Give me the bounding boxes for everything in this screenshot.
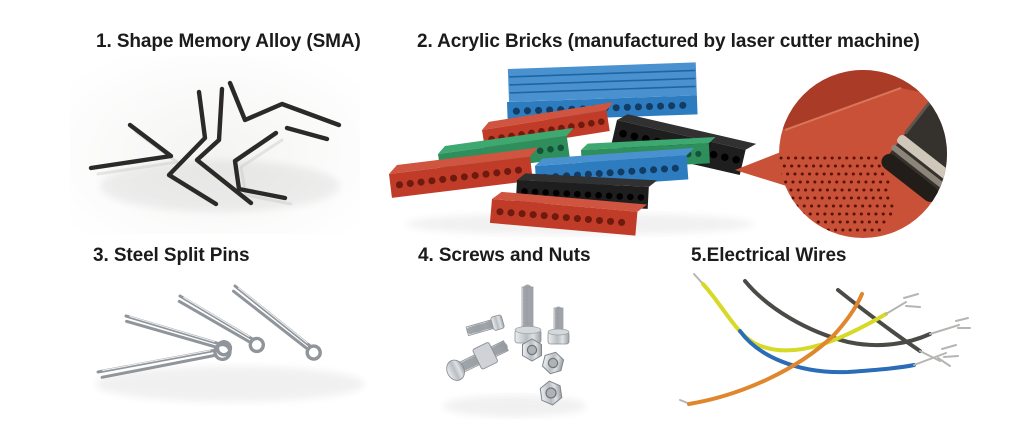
wire-orange	[679, 292, 864, 406]
item-label-electrical-wires: 5.Electrical Wires	[691, 245, 847, 266]
brick-beam-red-b	[489, 191, 648, 236]
item-label-split-pins: 3. Steel Split Pins	[93, 245, 250, 266]
split-pin	[231, 284, 322, 361]
screws-nuts-photo	[443, 284, 587, 417]
hex-nut	[522, 338, 542, 362]
wires-photo	[679, 273, 971, 406]
wire-dark-b	[836, 288, 951, 367]
item-label-screws-nuts: 4. Screws and Nuts	[418, 245, 591, 266]
laser-nozzle	[881, 70, 947, 202]
item-label-sma: 1. Shape Memory Alloy (SMA)	[96, 31, 361, 52]
acrylic-bricks-photo	[389, 62, 757, 236]
wire-yellow	[693, 273, 921, 353]
machine-screw-large	[446, 340, 509, 381]
pins-shadow	[95, 366, 365, 402]
machine-screw-small	[465, 314, 505, 337]
item-label-acrylic-bricks: 2. Acrylic Bricks (manufactured by laser…	[417, 31, 920, 52]
machine-screw-tall	[514, 284, 542, 344]
split-pins-photo	[95, 284, 365, 402]
wire-dark-a	[743, 279, 971, 348]
sma-wires	[88, 80, 342, 207]
hex-nut	[541, 351, 565, 375]
split-pin	[96, 342, 232, 379]
machine-screw-right	[547, 306, 570, 345]
sma-photo	[70, 56, 360, 234]
hex-nut	[539, 380, 563, 406]
screws-shadow	[443, 395, 587, 417]
inset-circle-content	[779, 70, 947, 238]
laser-cutter-inset-photo	[735, 70, 947, 238]
inset-callout-tail	[735, 148, 793, 188]
wire-blue	[738, 329, 959, 375]
split-pin	[177, 294, 266, 354]
brick-beam-red-long	[389, 147, 538, 198]
